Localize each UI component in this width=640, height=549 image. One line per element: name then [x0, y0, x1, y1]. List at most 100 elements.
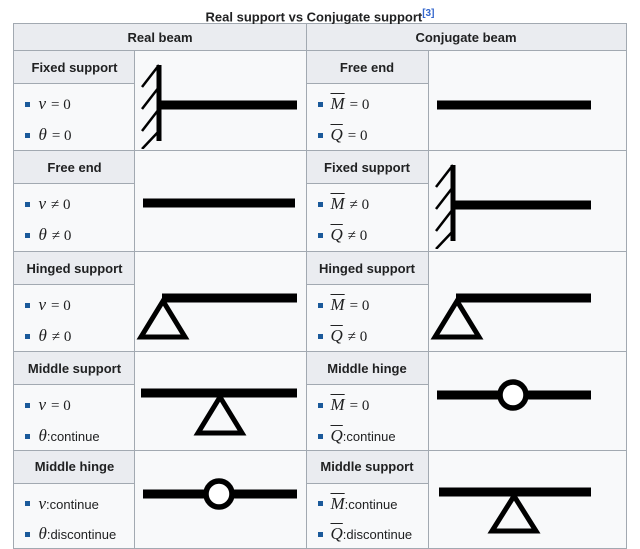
- condition-text: :continue: [344, 496, 398, 512]
- table-row: Hinged support v= 0 θ≠ 0 Hinged support …: [13, 251, 627, 352]
- table-row: Fixed support v= 0 θ= 0 Free end M= 0: [13, 50, 627, 151]
- real-support-cell: Middle hinge v:continue θ:discontinue: [13, 449, 136, 549]
- hinge-circle: [496, 379, 529, 411]
- math-symbol: M: [330, 295, 345, 314]
- table-row: Middle hinge v:continue θ:discontinue Mi…: [13, 449, 627, 549]
- table-title-text: Real support vs Conjugate support: [205, 9, 423, 25]
- math-relation: = 0: [51, 128, 72, 144]
- support-label: Fixed support: [14, 51, 135, 84]
- math-symbol: Q: [330, 326, 343, 345]
- condition-list: v= 0 θ:continue: [14, 385, 134, 450]
- bullet-icon: [317, 233, 323, 238]
- real-beam-diagram-cell: [134, 150, 307, 252]
- support-label: Free end: [14, 151, 135, 184]
- condition-list: v= 0 θ≠ 0: [14, 285, 134, 350]
- support-triangle: [430, 295, 483, 339]
- condition-item: M:continue: [317, 493, 426, 514]
- math-symbol: θ: [38, 326, 47, 345]
- bullet-icon: [25, 433, 31, 439]
- bullet-icon: [25, 133, 31, 138]
- bullet-icon: [25, 501, 31, 507]
- math-relation: = 0: [51, 97, 71, 113]
- math-symbol: M: [330, 194, 345, 213]
- condition-item: θ:continue: [25, 426, 132, 446]
- bullet-icon: [317, 433, 323, 439]
- condition-item: Q≠ 0: [317, 326, 426, 346]
- real-beam-diagram-cell: [134, 351, 307, 451]
- beam-diagram: [136, 52, 305, 150]
- bullet-icon: [317, 202, 323, 207]
- condition-item: v= 0: [25, 295, 132, 315]
- math-relation: ≠ 0: [347, 228, 368, 244]
- condition-item: Q:discontinue: [317, 524, 426, 544]
- math-relation: = 0: [51, 298, 71, 314]
- beam-diagram: [429, 152, 625, 251]
- math-symbol: v: [38, 94, 47, 113]
- conjugate-beam-diagram-cell: [427, 449, 627, 549]
- condition-item: θ≠ 0: [25, 225, 132, 245]
- math-relation: = 0: [349, 298, 370, 314]
- table-row: Free end v≠ 0 θ≠ 0 Fixed support M≠ 0 Q≠…: [13, 150, 627, 252]
- bullet-icon: [317, 102, 323, 107]
- support-label: Hinged support: [14, 252, 135, 285]
- math-symbol: M: [330, 493, 345, 513]
- conjugate-support-cell: Free end M= 0 Q= 0: [305, 50, 429, 151]
- math-symbol: M: [330, 94, 345, 113]
- support-triangle: [194, 391, 247, 436]
- bullet-icon: [25, 102, 31, 107]
- bullet-icon: [317, 133, 323, 138]
- beam-diagram: [136, 152, 305, 251]
- math-symbol: Q: [330, 225, 343, 244]
- conjugate-beam-diagram-cell: [427, 150, 627, 252]
- support-label: Middle support: [306, 450, 428, 484]
- real-beam-diagram-cell: [134, 251, 307, 352]
- condition-list: M= 0 Q:continue: [307, 385, 428, 450]
- support-label: Middle hinge: [14, 450, 135, 484]
- math-symbol: Q: [330, 426, 343, 445]
- condition-item: v≠ 0: [25, 194, 132, 214]
- wall-hatching: [141, 63, 161, 149]
- condition-item: v= 0: [25, 395, 132, 415]
- math-symbol: Q: [330, 524, 343, 544]
- real-support-cell: Free end v≠ 0 θ≠ 0: [13, 150, 136, 252]
- reference-superscript: [3]: [422, 7, 434, 19]
- condition-text: :continue: [46, 496, 99, 512]
- condition-text: :discontinue: [46, 527, 117, 543]
- math-symbol: v: [38, 493, 47, 513]
- bullet-icon: [25, 233, 31, 238]
- conjugate-beam-diagram-cell: [427, 351, 627, 451]
- math-symbol: θ: [38, 125, 47, 144]
- condition-item: Q:continue: [317, 426, 426, 446]
- beam-diagram: [136, 253, 305, 351]
- support-label: Free end: [306, 51, 428, 84]
- math-relation: = 0: [347, 128, 368, 144]
- condition-item: Q≠ 0: [317, 225, 426, 245]
- condition-text: :continue: [46, 429, 100, 444]
- real-support-cell: Hinged support v= 0 θ≠ 0: [13, 251, 136, 352]
- support-label: Middle hinge: [306, 352, 428, 385]
- support-triangle: [486, 491, 541, 534]
- reference-link-3[interactable]: [3]: [422, 8, 435, 19]
- condition-list: v:continue θ:discontinue: [14, 484, 134, 548]
- math-symbol: θ: [38, 225, 47, 244]
- math-relation: ≠ 0: [51, 329, 72, 345]
- condition-list: M= 0 Q≠ 0: [307, 285, 428, 350]
- real-support-cell: Middle support v= 0 θ:continue: [13, 351, 136, 451]
- condition-text: :continue: [342, 429, 396, 444]
- table-title: Real support vs Conjugate support[3]: [0, 0, 640, 25]
- condition-item: θ= 0: [25, 125, 132, 145]
- condition-item: v:continue: [25, 494, 132, 514]
- condition-list: M= 0 Q= 0: [307, 84, 428, 149]
- math-symbol: v: [38, 395, 47, 414]
- math-relation: ≠ 0: [347, 329, 368, 345]
- math-relation: ≠ 0: [349, 197, 370, 213]
- beam-diagram: [136, 352, 305, 449]
- condition-item: θ≠ 0: [25, 326, 132, 346]
- support-label: Middle support: [14, 352, 135, 385]
- bullet-icon: [317, 303, 323, 308]
- beam-diagram: [429, 52, 625, 150]
- bullet-icon: [317, 403, 323, 408]
- bullet-icon: [25, 403, 31, 408]
- math-relation: ≠ 0: [51, 197, 71, 213]
- math-relation: = 0: [349, 97, 370, 113]
